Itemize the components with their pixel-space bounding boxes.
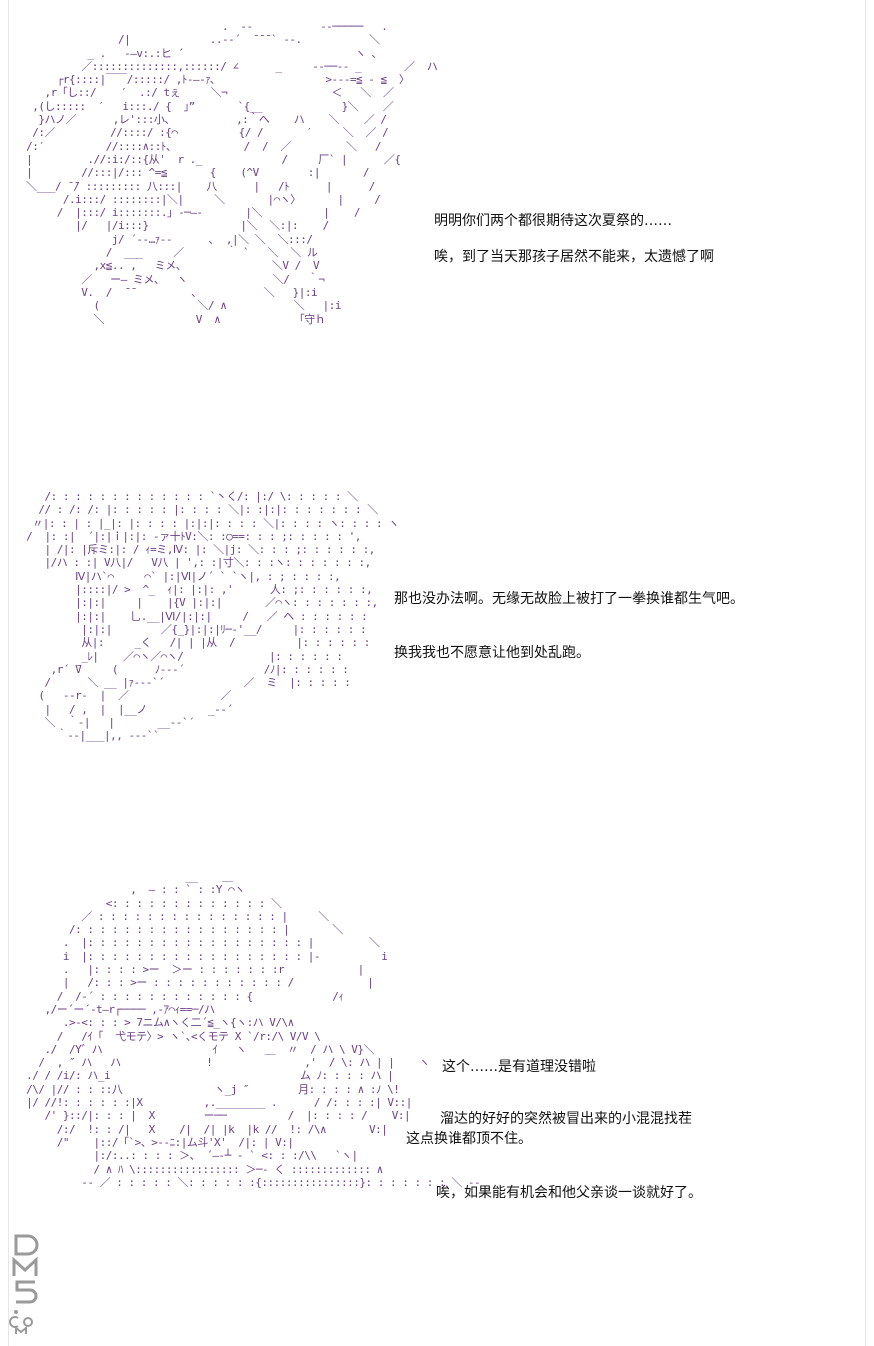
- dialogue-line: 换我我也不愿意让他到处乱跑。: [394, 645, 590, 661]
- manga-panel-3: __ ＿ , ― : : ` : :Y ⌒ヽ <: : : : : : : : …: [0, 870, 874, 1340]
- dialogue-line: 溜达的好好的突然被冒出来的小混混找茬: [440, 1111, 692, 1127]
- dialogue-line: 那也没办法啊。无缘无故脸上被打了一拳换谁都生气吧。: [394, 591, 744, 607]
- ascii-art-character-smiling: /: : : : : : : : : : : : : `丶く/: |:/ \: …: [26, 490, 399, 743]
- dialogue-line: 这个……是有道理没错啦: [442, 1059, 596, 1075]
- dialogue-line: 明明你们两个都很期待这次夏祭的……: [434, 213, 672, 229]
- ascii-art-character-crying: . -‐ --───── . /| ..-‐´ ̄ ̄ ̄ ` ‐-. ＼ _ …: [26, 20, 438, 326]
- dm5-logo-icon: [8, 1232, 42, 1336]
- dialogue-line: 这点换谁都顶不住。: [406, 1131, 532, 1147]
- manga-panel-1: . -‐ --───── . /| ..-‐´ ̄ ̄ ̄ ` ‐-. ＼ _ …: [0, 20, 874, 460]
- manga-panel-2: /: : : : : : : : : : : : : `丶く/: |:/ \: …: [0, 490, 874, 850]
- dialogue-line: 唉，到了当天那孩子居然不能来，太遗憾了啊: [434, 249, 714, 265]
- ascii-art-character-hat: __ ＿ , ― : : ` : :Y ⌒ヽ <: : : : : : : : …: [26, 870, 481, 1189]
- page-frame: [8, 0, 866, 1346]
- dialogue-line: 唉，如果能有机会和他父亲谈一谈就好了。: [436, 1185, 702, 1201]
